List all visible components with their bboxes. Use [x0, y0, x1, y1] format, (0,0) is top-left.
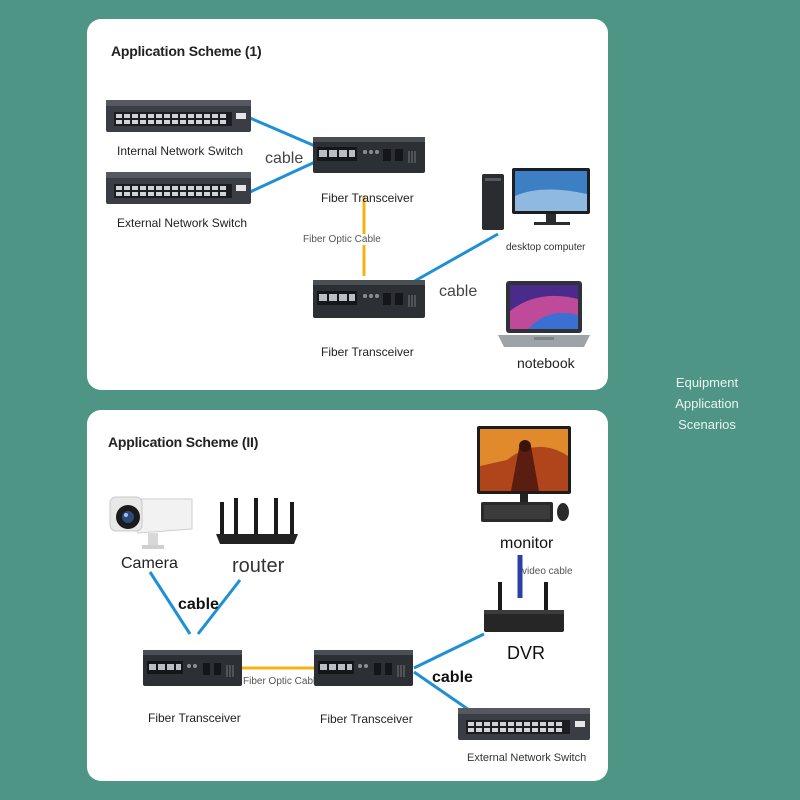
external-network-switch-icon — [106, 172, 251, 204]
transceiver-right-label: Fiber Transceiver — [320, 712, 413, 726]
external-switch-2-label: External Network Switch — [467, 752, 587, 764]
transceiver-top-label: Fiber Transceiver — [321, 191, 414, 205]
internal-switch-label: Internal Network Switch — [117, 144, 244, 158]
fiber-cable-label-1: Fiber Optic Cable — [302, 234, 382, 245]
cable-label-1: cable — [265, 150, 304, 167]
external-switch-label: External Network Switch — [117, 216, 248, 230]
router-icon — [216, 498, 298, 544]
cable-label-3: cable — [178, 596, 219, 613]
desktop-label: desktop computer — [506, 242, 586, 253]
transceiver-left-label: Fiber Transceiver — [148, 711, 241, 725]
fiber-cable-label-2: Fiber Optic Cable — [243, 676, 321, 687]
cable-label-4: cable — [432, 669, 473, 686]
side-caption-line2: Application — [675, 396, 739, 411]
transceiver-bottom-label: Fiber Transceiver — [321, 345, 414, 359]
router-label: router — [232, 555, 285, 577]
external-network-switch-2-icon — [458, 708, 590, 740]
video-cable-label: video cable — [522, 566, 573, 577]
cable-label-2: cable — [439, 283, 478, 300]
notebook-label: notebook — [517, 355, 575, 371]
camera-label: Camera — [121, 555, 178, 572]
desktop-computer-icon — [482, 168, 590, 230]
fiber-transceiver-right-icon — [314, 650, 413, 686]
side-caption-line1: Equipment — [675, 375, 739, 390]
internal-network-switch-icon — [106, 100, 251, 132]
dvr-label: DVR — [507, 643, 546, 663]
dvr-icon — [484, 582, 564, 632]
notebook-icon — [498, 281, 590, 347]
fiber-transceiver-top-icon — [313, 137, 425, 173]
scheme-1-title: Application Scheme (1) — [111, 43, 262, 59]
side-caption: Equipment Application Scenarios — [660, 372, 754, 435]
fiber-transceiver-left-icon — [143, 650, 242, 686]
scheme-2-title: Application Scheme (II) — [108, 434, 259, 450]
monitor-icon — [477, 426, 571, 522]
side-caption-line3: Scenarios — [678, 417, 736, 432]
camera-icon — [109, 496, 193, 549]
monitor-label: monitor — [500, 535, 554, 552]
fiber-transceiver-bottom-icon — [313, 280, 425, 318]
